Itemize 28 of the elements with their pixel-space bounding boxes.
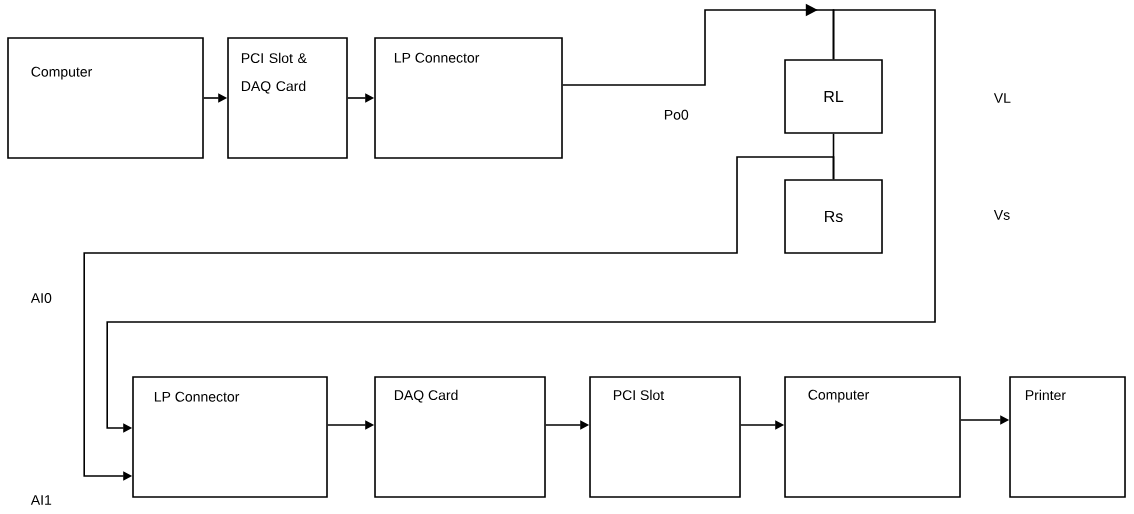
box-label: Printer — [1025, 389, 1066, 401]
box-label: Computer — [808, 389, 870, 403]
box-label: Rs — [825, 210, 843, 223]
box-label: LP Connector — [394, 52, 480, 63]
process-box — [784, 179, 883, 254]
arrow — [106, 9, 936, 433]
process-box — [1009, 376, 1126, 498]
arrow — [83, 156, 835, 481]
process-box — [227, 37, 348, 159]
process-box — [784, 59, 883, 134]
process-box — [7, 37, 204, 159]
signal-label: Vs — [993, 210, 1010, 220]
box-label: PCI Slot — [613, 389, 665, 401]
process-box — [374, 376, 546, 498]
process-box — [132, 376, 328, 498]
signal-label: AI1 — [30, 495, 52, 505]
box-label: PCI Slot & DAQ Card — [241, 52, 307, 94]
process-box — [784, 376, 961, 498]
box-label: Computer — [31, 66, 93, 80]
box-label: RL — [824, 91, 844, 102]
arrow — [562, 3, 835, 86]
box-label: LP Connector — [154, 391, 240, 402]
process-box — [589, 376, 741, 498]
signal-label: VL — [993, 93, 1011, 103]
process-box — [374, 37, 563, 159]
box-label: DAQ Card — [394, 389, 458, 403]
edge-label: Po0 — [662, 108, 690, 121]
signal-label: AI0 — [30, 293, 52, 303]
